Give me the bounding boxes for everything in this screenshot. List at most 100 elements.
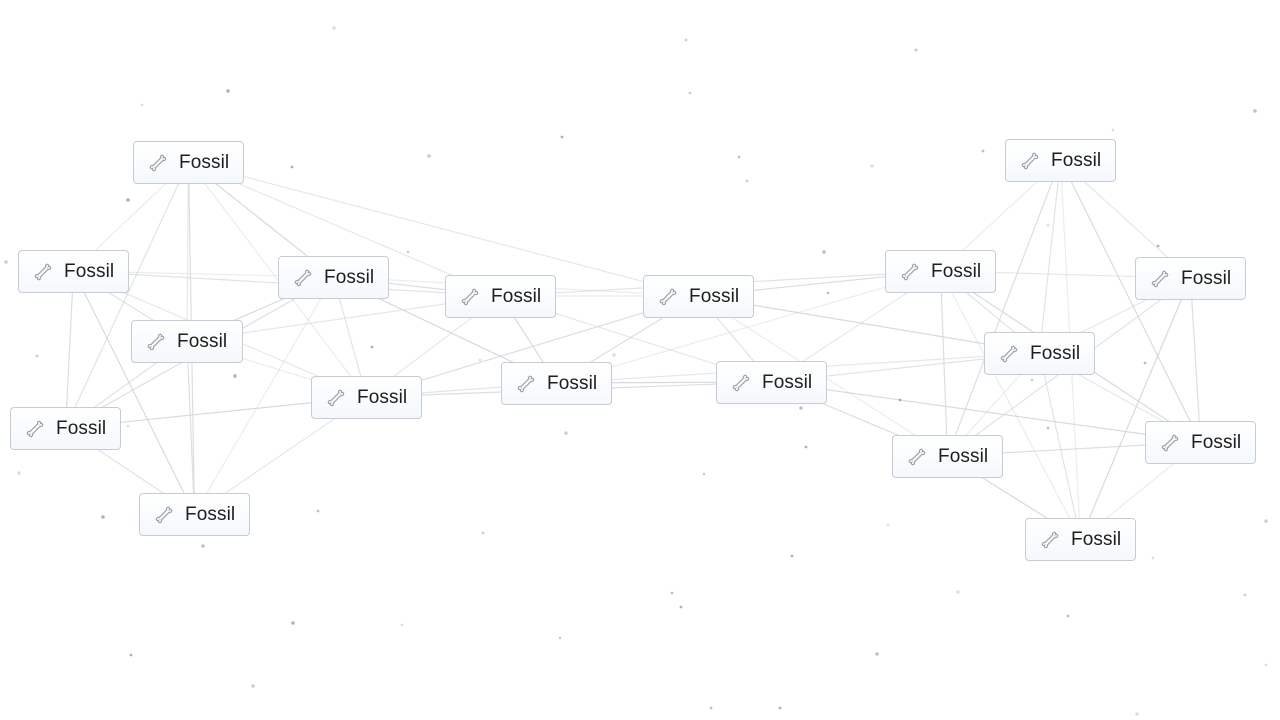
particle-dot bbox=[1030, 378, 1034, 382]
particle-dot bbox=[1066, 614, 1070, 618]
particle-dot bbox=[1046, 426, 1050, 430]
particle-dot bbox=[4, 260, 8, 264]
particle-dot bbox=[1264, 519, 1268, 523]
particle-dot bbox=[688, 91, 692, 95]
connection-line bbox=[771, 381, 1201, 443]
element-label: Fossil bbox=[1071, 528, 1122, 550]
element-label: Fossil bbox=[1181, 267, 1232, 289]
element-tile[interactable]: Fossil bbox=[716, 361, 827, 404]
element-tile[interactable]: Fossil bbox=[1135, 257, 1246, 300]
element-label: Fossil bbox=[177, 330, 228, 352]
particle-dot bbox=[914, 48, 918, 52]
element-label: Fossil bbox=[762, 371, 813, 393]
bone-icon bbox=[897, 259, 923, 285]
particle-dot bbox=[799, 406, 803, 410]
element-label: Fossil bbox=[1191, 431, 1242, 453]
element-tile[interactable]: Fossil bbox=[984, 332, 1095, 375]
element-tile[interactable]: Fossil bbox=[1025, 518, 1136, 561]
element-label: Fossil bbox=[491, 285, 542, 307]
particle-dot bbox=[684, 38, 688, 42]
bone-icon bbox=[904, 444, 930, 470]
element-tile[interactable]: Fossil bbox=[139, 493, 250, 536]
connection-line bbox=[1079, 277, 1192, 540]
particle-dot bbox=[427, 154, 431, 158]
bone-icon bbox=[22, 416, 48, 442]
element-tile[interactable]: Fossil bbox=[10, 407, 121, 450]
element-tile[interactable]: Fossil bbox=[1005, 139, 1116, 182]
connection-line bbox=[939, 270, 949, 457]
element-label: Fossil bbox=[931, 260, 982, 282]
particle-dot bbox=[126, 424, 130, 428]
element-tile[interactable]: Fossil bbox=[445, 275, 556, 318]
particle-dot bbox=[291, 621, 295, 625]
particle-dot bbox=[670, 591, 674, 595]
particle-dot bbox=[1264, 663, 1268, 667]
element-label: Fossil bbox=[938, 445, 989, 467]
element-tile[interactable]: Fossil bbox=[18, 250, 129, 293]
bone-icon bbox=[1157, 430, 1183, 456]
element-label: Fossil bbox=[324, 266, 375, 288]
element-tile[interactable]: Fossil bbox=[311, 376, 422, 419]
particle-dot bbox=[332, 26, 336, 30]
element-tile[interactable]: Fossil bbox=[1145, 421, 1256, 464]
particle-dot bbox=[778, 706, 782, 710]
bone-icon bbox=[30, 259, 56, 285]
bone-icon bbox=[290, 265, 316, 291]
particle-dot bbox=[702, 472, 706, 476]
particle-dot bbox=[290, 165, 294, 169]
particle-dot bbox=[316, 509, 320, 513]
particle-dot bbox=[612, 353, 616, 357]
connection-line bbox=[939, 270, 1082, 540]
particle-dot bbox=[790, 554, 794, 558]
particle-dot bbox=[201, 544, 205, 548]
particle-dot bbox=[233, 374, 237, 378]
particle-dot bbox=[481, 531, 485, 535]
particle-dot bbox=[981, 149, 985, 153]
element-tile[interactable]: Fossil bbox=[133, 141, 244, 184]
particle-dot bbox=[226, 89, 230, 93]
particle-dot bbox=[1151, 556, 1155, 560]
element-label: Fossil bbox=[179, 151, 230, 173]
connection-line bbox=[186, 340, 196, 515]
element-tile[interactable]: Fossil bbox=[131, 320, 243, 363]
particle-dot bbox=[737, 155, 741, 159]
element-tile[interactable]: Fossil bbox=[885, 250, 996, 293]
particle-dot bbox=[126, 198, 130, 202]
connection-line bbox=[1059, 159, 1202, 443]
particle-dot bbox=[1243, 593, 1247, 597]
particle-dot bbox=[745, 179, 749, 183]
particle-dot bbox=[898, 398, 902, 402]
particle-dot bbox=[886, 523, 890, 527]
particle-dot bbox=[1253, 109, 1257, 113]
connection-line bbox=[72, 270, 196, 515]
particle-dot bbox=[804, 445, 808, 449]
bone-icon bbox=[996, 341, 1022, 367]
particle-dot bbox=[822, 250, 826, 254]
bone-icon bbox=[655, 284, 681, 310]
element-label: Fossil bbox=[185, 503, 236, 525]
element-tile[interactable]: Fossil bbox=[892, 435, 1003, 478]
connection-line bbox=[64, 161, 190, 429]
element-label: Fossil bbox=[56, 417, 107, 439]
particle-dot bbox=[709, 706, 713, 710]
connection-line bbox=[64, 270, 75, 429]
element-tile[interactable]: Fossil bbox=[278, 256, 389, 299]
particle-dot bbox=[478, 358, 482, 362]
connection-line bbox=[946, 159, 1062, 457]
particle-dot bbox=[35, 354, 39, 358]
element-tile[interactable]: Fossil bbox=[643, 275, 754, 318]
bone-icon bbox=[728, 370, 754, 396]
particle-dot bbox=[870, 164, 874, 168]
particle-dot bbox=[1143, 361, 1147, 365]
particle-dot bbox=[564, 431, 568, 435]
bone-icon bbox=[143, 329, 169, 355]
connection-line bbox=[188, 161, 699, 297]
element-tile[interactable]: Fossil bbox=[501, 362, 612, 405]
bone-icon bbox=[145, 150, 171, 176]
particle-dot bbox=[101, 515, 105, 519]
particle-dot bbox=[956, 590, 960, 594]
connection-line bbox=[1189, 277, 1202, 443]
connection-line bbox=[1038, 352, 1082, 540]
particle-dot bbox=[560, 135, 564, 139]
